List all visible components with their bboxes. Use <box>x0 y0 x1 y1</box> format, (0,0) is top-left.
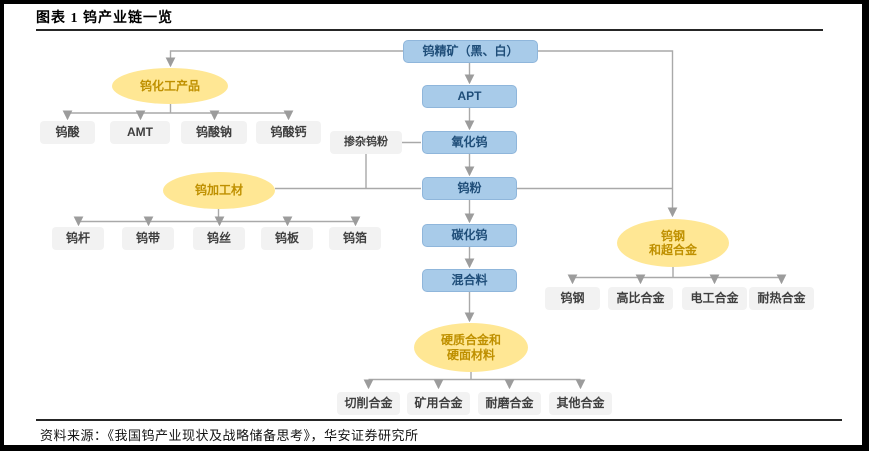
node-tungsten-steel-and-superalloy: 钨钢 和超合金 <box>617 219 729 267</box>
node-tungsten-chemical-products: 钨化工产品 <box>112 68 228 104</box>
frame-border-bottom <box>0 445 869 451</box>
node-tungstic-acid: 钨酸 <box>40 121 95 144</box>
node-high-density-alloy: 高比合金 <box>608 287 673 310</box>
node-tungsten-steel: 钨钢 <box>545 287 600 310</box>
node-cutting-alloy: 切削合金 <box>337 392 400 415</box>
node-tungsten-powder: 钨粉 <box>422 177 517 200</box>
node-heat-resistant-alloy: 耐热合金 <box>749 287 814 310</box>
node-apt: APT <box>422 85 517 108</box>
node-tungsten-oxide: 氧化钨 <box>422 131 517 154</box>
node-sodium-tungstate: 钨酸钠 <box>181 121 247 144</box>
node-calcium-tungstate: 钨酸钙 <box>256 121 321 144</box>
frame-border-right <box>862 0 869 451</box>
node-tungsten-plate: 钨板 <box>261 227 313 250</box>
figure-title: 图表 1 钨产业链一览 <box>36 11 173 26</box>
node-mixed-material: 混合料 <box>422 269 517 292</box>
title-divider <box>36 29 823 31</box>
node-tungsten-foil: 钨箔 <box>329 227 381 250</box>
node-mining-alloy: 矿用合金 <box>407 392 470 415</box>
node-tungsten-concentrate: 钨精矿（黑、白） <box>403 40 538 63</box>
node-amt: AMT <box>110 121 170 144</box>
node-tungsten-processed-materials: 钨加工材 <box>163 172 275 209</box>
source-divider <box>36 419 842 421</box>
node-wear-resistant-alloy: 耐磨合金 <box>478 392 541 415</box>
node-tungsten-wire: 钨丝 <box>193 227 245 250</box>
node-tungsten-carbide: 碳化钨 <box>422 224 517 247</box>
node-electrical-alloy: 电工合金 <box>682 287 747 310</box>
node-doped-tungsten-powder: 掺杂钨粉 <box>330 131 402 154</box>
frame-border-top <box>0 0 869 4</box>
node-tungsten-rod: 钨杆 <box>52 227 104 250</box>
node-hard-alloy-and-hardfacing: 硬质合金和 硬面材料 <box>414 323 528 372</box>
node-tungsten-strip: 钨带 <box>122 227 174 250</box>
source-note: 资料来源：《我国钨产业现状及战略储备思考》，华安证券研究所 <box>40 428 419 443</box>
frame-border-left <box>0 0 4 451</box>
node-other-alloy: 其他合金 <box>549 392 612 415</box>
